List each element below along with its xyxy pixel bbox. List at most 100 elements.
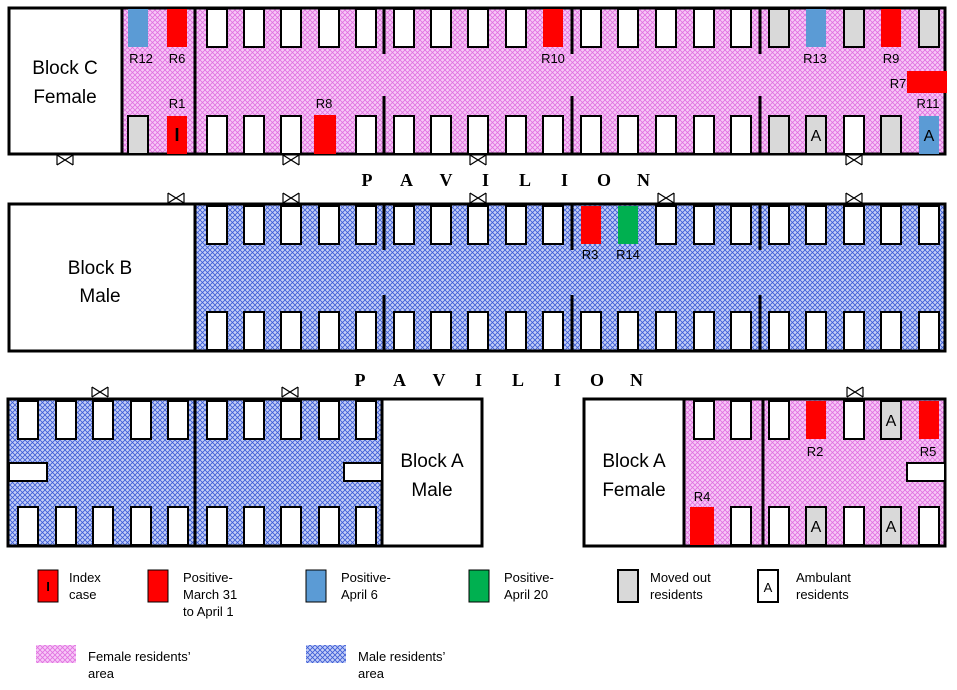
- label-r13: R13: [803, 51, 827, 66]
- pavilion-letter: O: [590, 370, 604, 390]
- block-c-bed-bottom: [768, 115, 790, 155]
- block-b-bed-top: [618, 206, 638, 244]
- block-a-male-bed-bottom: [318, 506, 340, 546]
- block-b-bed-bottom: [355, 311, 377, 351]
- legend-male-swatch: [306, 645, 346, 663]
- block-b-bed-top: [467, 205, 489, 245]
- block-b-bed-bottom: [730, 311, 752, 351]
- block-a-male-bed-top: [243, 400, 265, 440]
- block-b-bed-bottom: [918, 311, 940, 351]
- block-b-bed-bottom: [880, 311, 902, 351]
- block-a-female-bed-top: [880, 400, 902, 440]
- legend-male-line1: Male residents’: [358, 649, 446, 664]
- block-b-bed-top: [318, 205, 340, 245]
- door-symbol: [282, 192, 300, 204]
- label-r11: R11: [917, 96, 940, 111]
- block-c-bed-bottom: [730, 115, 752, 155]
- block-a-male-bed-side: [343, 462, 383, 482]
- block-b-bed-top: [730, 205, 752, 245]
- legend-moved-swatch: [617, 569, 639, 603]
- block-c-bed-top: [918, 8, 940, 48]
- block-a-male-bed-top: [318, 400, 340, 440]
- block-c-bed-bottom: [167, 116, 187, 154]
- block-a-male-bed-side: [8, 462, 48, 482]
- block-c-bed-bottom: [919, 116, 939, 154]
- legend-index-swatch: [37, 569, 59, 603]
- block-c-bed-top: [430, 8, 452, 48]
- block-c-bed-top: [280, 8, 302, 48]
- legend-moved-line1: Moved out: [650, 570, 711, 585]
- ambulant-mark: A: [886, 519, 897, 536]
- door-symbol: [282, 154, 300, 166]
- legend-ambulant-line2: residents: [796, 587, 849, 602]
- block-c-bed-top: [580, 8, 602, 48]
- block-c-bed-bottom: [127, 115, 149, 155]
- legend-ambulant-swatch: [757, 569, 779, 603]
- block-a-male-bed-top: [355, 400, 377, 440]
- pavilion-letter: N: [637, 170, 650, 190]
- block-b-bed-top: [655, 205, 677, 245]
- block-c-bed-bottom: [206, 115, 228, 155]
- block-a-male-bed-top: [206, 400, 228, 440]
- legend-female-swatch: [36, 645, 76, 663]
- block-c-bed-bottom: [355, 115, 377, 155]
- block-b-bed-bottom: [805, 311, 827, 351]
- legend-pos1-swatch: [147, 569, 169, 603]
- block-c-bed-bottom: [580, 115, 602, 155]
- block-a-female-bed-side: [906, 462, 946, 482]
- block-c-bed-top: [128, 9, 148, 47]
- block-b-bed-bottom: [467, 311, 489, 351]
- label-r8: R8: [316, 96, 333, 111]
- door-symbol: [469, 192, 487, 204]
- block-a-male-bed-bottom: [130, 506, 152, 546]
- legend-pos1-line2: March 31: [183, 587, 237, 602]
- pavilion-letter: V: [440, 170, 453, 190]
- block-c-bed-top: [655, 8, 677, 48]
- door-symbol: [91, 386, 109, 398]
- block-a-male-office: [380, 397, 484, 548]
- resident-labels: R12 R6 R10 R13 R9 R7 R1 R8 R11 R3 R14 R2…: [129, 51, 939, 504]
- block-b-bed-top: [355, 205, 377, 245]
- block-b-bed-bottom: [693, 311, 715, 351]
- block-b-bed-bottom: [542, 311, 564, 351]
- block-c-name: Block C: [32, 58, 97, 79]
- legend-pos2-line2: April 6: [341, 587, 378, 602]
- legend-pos3-swatch: [468, 569, 490, 603]
- legend-pos3-line1: Positive-: [504, 570, 554, 585]
- pavilion-letter: I: [482, 170, 489, 190]
- label-r10: R10: [541, 51, 565, 66]
- legend-index-line2: case: [69, 587, 96, 602]
- pavilion-letter: N: [630, 370, 643, 390]
- block-a-female-bed-top: [806, 401, 826, 439]
- block-b-bed-top: [581, 206, 601, 244]
- label-r3: R3: [582, 247, 599, 262]
- block-b-bed-top: [918, 205, 940, 245]
- block-c-bed-bottom: [314, 115, 336, 154]
- block-a-female-bed-bottom: [690, 507, 714, 545]
- pavilion-letter: P: [362, 170, 373, 190]
- block-a-male-bed-bottom: [92, 506, 114, 546]
- pavilion-letter: O: [597, 170, 611, 190]
- pavilion-letter: I: [475, 370, 482, 390]
- block-a-female-bed-bottom: [805, 506, 827, 546]
- legend-female-line2: area: [88, 666, 115, 681]
- block-b-office: [7, 202, 197, 353]
- block-b-bed-bottom: [505, 311, 527, 351]
- block-b-bed-bottom: [843, 311, 865, 351]
- block-c-bed-top: [806, 9, 826, 47]
- block-b-bed-bottom: [580, 311, 602, 351]
- block-c-bed-bottom: [467, 115, 489, 155]
- block-c-bed-top: [467, 8, 489, 48]
- block-c-bed-top: [318, 8, 340, 48]
- label-r5: R5: [920, 444, 937, 459]
- block-a-male-bed-bottom: [280, 506, 302, 546]
- block-b-bed-top: [542, 205, 564, 245]
- legend-pos2-swatch: [305, 569, 327, 603]
- block-c-bed-bottom: [430, 115, 452, 155]
- block-c-bed-bottom: [880, 115, 902, 155]
- block-c-bed-bottom: [693, 115, 715, 155]
- block-a-male-bed-top: [130, 400, 152, 440]
- block-b-bed-top: [880, 205, 902, 245]
